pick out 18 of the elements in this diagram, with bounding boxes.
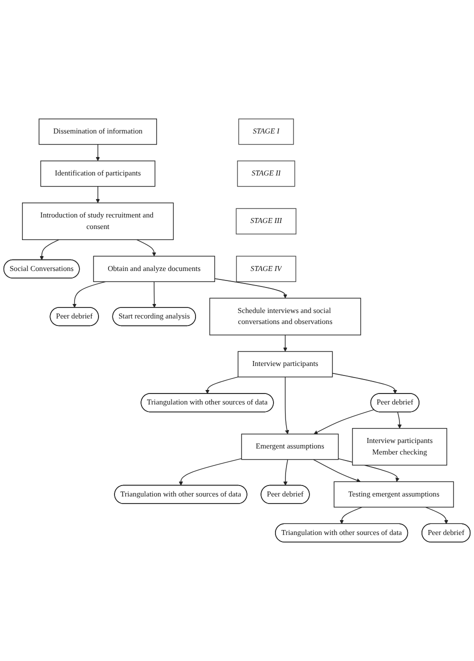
arrow [284, 376, 290, 434]
arrow [96, 144, 100, 162]
arrow [178, 458, 242, 486]
arrow [340, 506, 362, 524]
arrow [313, 459, 361, 482]
arrow [205, 376, 238, 394]
arrow [152, 281, 156, 308]
arrow [283, 334, 288, 352]
arrow [72, 281, 106, 308]
arrow [214, 278, 288, 298]
arrow [283, 459, 288, 486]
arrow [314, 409, 374, 434]
arrow [96, 186, 100, 204]
arrow [425, 506, 448, 524]
arrow [397, 412, 402, 429]
arrow [40, 239, 60, 260]
arrow [136, 239, 156, 256]
arrow [332, 372, 398, 394]
